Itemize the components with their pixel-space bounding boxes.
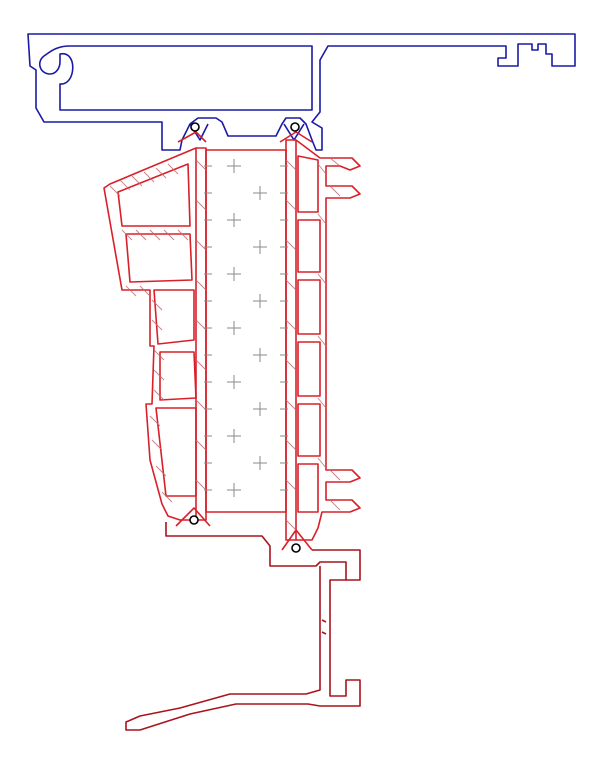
sash-wall-hatching bbox=[109, 157, 341, 531]
insulation-cross bbox=[227, 429, 241, 443]
top-frame-profile bbox=[27, 33, 576, 151]
screw-top-right bbox=[290, 122, 300, 132]
screw-top-left bbox=[190, 122, 200, 132]
insulation-cross bbox=[227, 375, 241, 389]
insulation-cross bbox=[253, 294, 267, 308]
insulation-cross bbox=[253, 186, 267, 200]
screw-bottom-right bbox=[291, 543, 301, 553]
insulation-core bbox=[204, 159, 288, 497]
bottom-base-profile bbox=[125, 522, 361, 731]
insulation-cross bbox=[253, 456, 267, 470]
screw-fixings bbox=[189, 122, 301, 553]
insulation-cross bbox=[253, 402, 267, 416]
insulation-cross bbox=[227, 321, 241, 335]
insulation-cross bbox=[227, 483, 241, 497]
insulation-cross bbox=[253, 348, 267, 362]
insulation-cross bbox=[227, 267, 241, 281]
insulation-cross bbox=[227, 159, 241, 173]
screw-bottom-left bbox=[189, 515, 199, 525]
insulation-cross bbox=[253, 240, 267, 254]
insulation-cross bbox=[227, 213, 241, 227]
